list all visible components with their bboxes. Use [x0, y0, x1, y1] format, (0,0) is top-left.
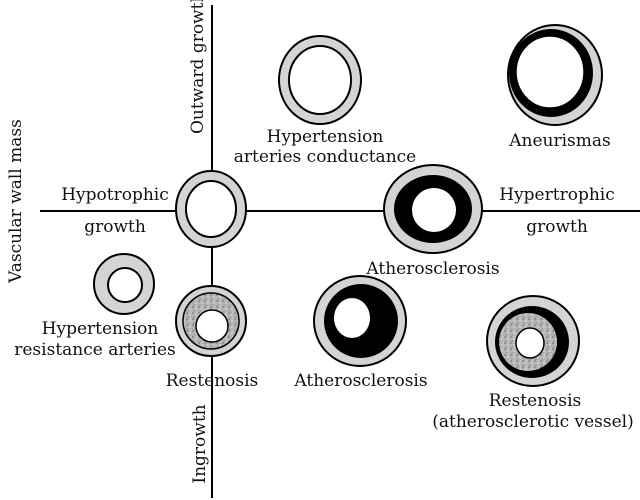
vessel-hypertension-conductance — [279, 36, 361, 124]
label-hypertension-resistance-2: resistance arteries — [5, 340, 185, 360]
label-restenosis-athero-2: (atherosclerotic vessel) — [423, 412, 640, 432]
vessel-restenosis — [176, 286, 246, 356]
axis-label-hypertrophic-growth: growth — [497, 217, 617, 237]
axis-label-outward-growth: Outward growth — [188, 14, 208, 134]
label-restenosis: Restenosis — [157, 371, 267, 391]
axis-label-hypotrophic: Hypotrophic — [55, 185, 175, 205]
label-atherosclerosis-lower: Atherosclerosis — [286, 371, 436, 391]
label-hypertension-resistance-1: Hypertension — [20, 319, 180, 339]
label-aneurismas: Aneurismas — [500, 131, 620, 151]
axis-label-hypotrophic-growth: growth — [55, 217, 175, 237]
vessel-normal-origin — [176, 171, 246, 247]
label-atherosclerosis-upper: Atherosclerosis — [363, 259, 503, 279]
axis-label-vascular-wall-mass: Vascular wall mass — [6, 123, 26, 283]
vessel-atherosclerosis-lower — [314, 276, 406, 366]
vessel-atherosclerosis-axis — [384, 165, 482, 253]
label-hypertension-conductance-1: Hypertension — [235, 127, 415, 147]
axis-label-ingrowth: Ingrowth — [190, 404, 210, 484]
vessel-hypertension-resistance — [94, 254, 154, 314]
vessel-restenosis-atherosclerotic — [487, 296, 579, 386]
label-hypertension-conductance-2: arteries conductance — [225, 147, 425, 167]
vessel-aneurisma — [508, 25, 602, 125]
axis-label-hypertrophic: Hypertrophic — [497, 185, 617, 205]
label-restenosis-athero-1: Restenosis — [480, 391, 590, 411]
